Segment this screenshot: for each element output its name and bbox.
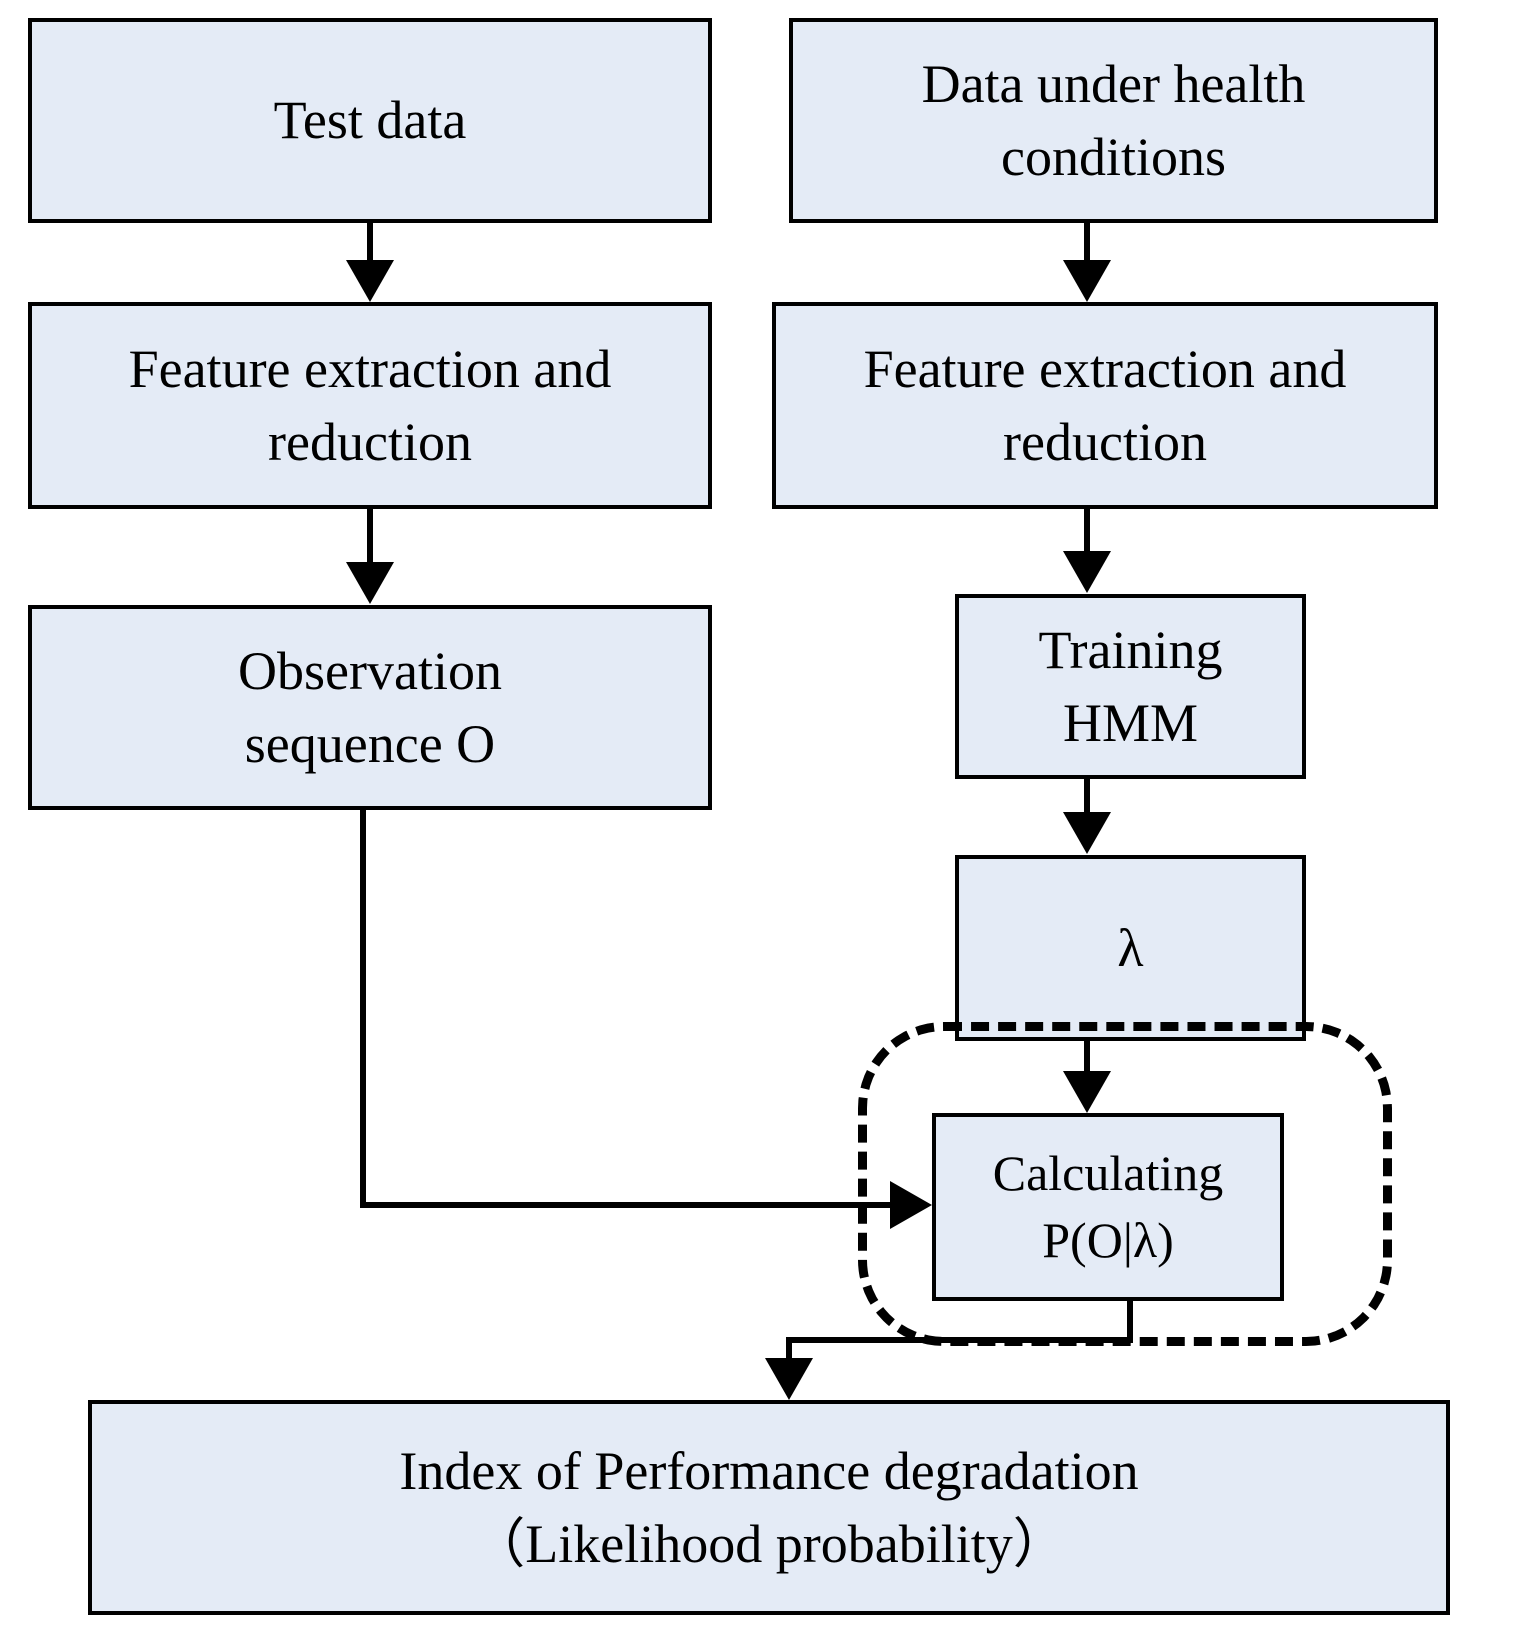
arrow-down-icon (1063, 1071, 1111, 1113)
edge-line-horizontal (786, 1337, 1133, 1343)
arrow-right-icon (890, 1181, 932, 1229)
node-index-line-1: Index of Performance degradation (399, 1441, 1139, 1502)
node-calculating-probability[interactable]: Calculating P(O|λ) (932, 1113, 1284, 1301)
node-lambda-symbol: λ (1117, 917, 1144, 978)
node-lambda[interactable]: λ (955, 855, 1306, 1041)
edge-line-vertical-right (1127, 1301, 1133, 1343)
node-data-under-health-conditions[interactable]: Data under health conditions (789, 18, 1438, 223)
node-observation-sequence[interactable]: Observation sequence O (28, 605, 712, 810)
node-training-hmm[interactable]: Training HMM (955, 594, 1306, 779)
edge-line (1084, 779, 1090, 816)
node-observation-line-1: Observation (238, 641, 502, 702)
edge-line (367, 223, 373, 269)
node-feat-left-line-1: Feature extraction and (128, 339, 612, 400)
node-feature-extraction-left[interactable]: Feature extraction and reduction (28, 302, 712, 509)
node-calculating-line-2: P(O|λ) (1042, 1212, 1174, 1268)
node-feature-extraction-right[interactable]: Feature extraction and reduction (772, 302, 1438, 509)
edge-line (367, 509, 373, 562)
edge-line (1084, 509, 1090, 552)
node-health-data-line-1: Data under health (921, 54, 1306, 115)
node-observation-line-2: sequence O (244, 713, 496, 774)
arrow-down-icon (1063, 812, 1111, 854)
edge-line-horizontal (360, 1202, 895, 1208)
arrow-down-icon (1063, 260, 1111, 302)
node-feat-left-line-2: reduction (268, 411, 472, 472)
edge-line-vertical (360, 808, 366, 1208)
node-test-data-line-1: Test data (273, 90, 467, 151)
node-training-line-1: Training (1038, 620, 1223, 681)
node-health-data-line-2: conditions (1001, 126, 1226, 187)
node-index-of-performance-degradation[interactable]: Index of Performance degradation （Likeli… (88, 1400, 1450, 1615)
edge-line (1084, 223, 1090, 269)
node-feat-right-line-2: reduction (1003, 411, 1207, 472)
node-training-line-2: HMM (1062, 692, 1199, 753)
arrow-down-icon (765, 1358, 813, 1400)
arrow-down-icon (346, 562, 394, 604)
node-calculating-line-1: Calculating (992, 1145, 1224, 1201)
node-feat-right-line-1: Feature extraction and (863, 339, 1347, 400)
node-test-data[interactable]: Test data (28, 18, 712, 223)
arrow-down-icon (346, 260, 394, 302)
edge-line (1084, 1041, 1090, 1079)
node-index-line-2: （Likelihood probability） (471, 1513, 1067, 1574)
arrow-down-icon (1063, 551, 1111, 593)
edge-line-vertical-left (786, 1337, 792, 1361)
